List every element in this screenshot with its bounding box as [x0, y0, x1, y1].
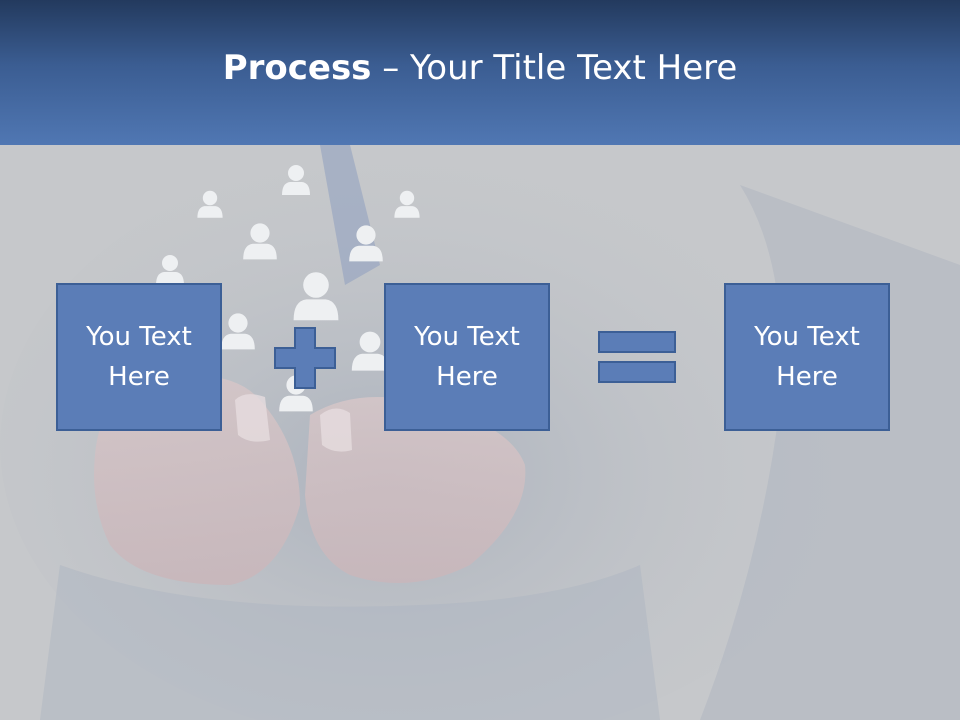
- slide-title: Process – Your Title Text Here: [223, 48, 738, 88]
- title-rest: – Your Title Text Here: [371, 47, 738, 88]
- background-hands-people-image: [0, 145, 960, 720]
- text-box-2[interactable]: You Text Here: [384, 283, 550, 431]
- slide-header: Process – Your Title Text Here: [0, 0, 960, 145]
- text-box-2-label: You Text Here: [414, 322, 520, 392]
- text-box-3-label: You Text Here: [754, 322, 860, 392]
- text-box-1[interactable]: You Text Here: [56, 283, 222, 431]
- equals-icon: [598, 331, 676, 383]
- plus-icon: [274, 327, 336, 389]
- text-box-1-label: You Text Here: [86, 322, 192, 392]
- title-bold: Process: [222, 47, 372, 88]
- text-box-3[interactable]: You Text Here: [724, 283, 890, 431]
